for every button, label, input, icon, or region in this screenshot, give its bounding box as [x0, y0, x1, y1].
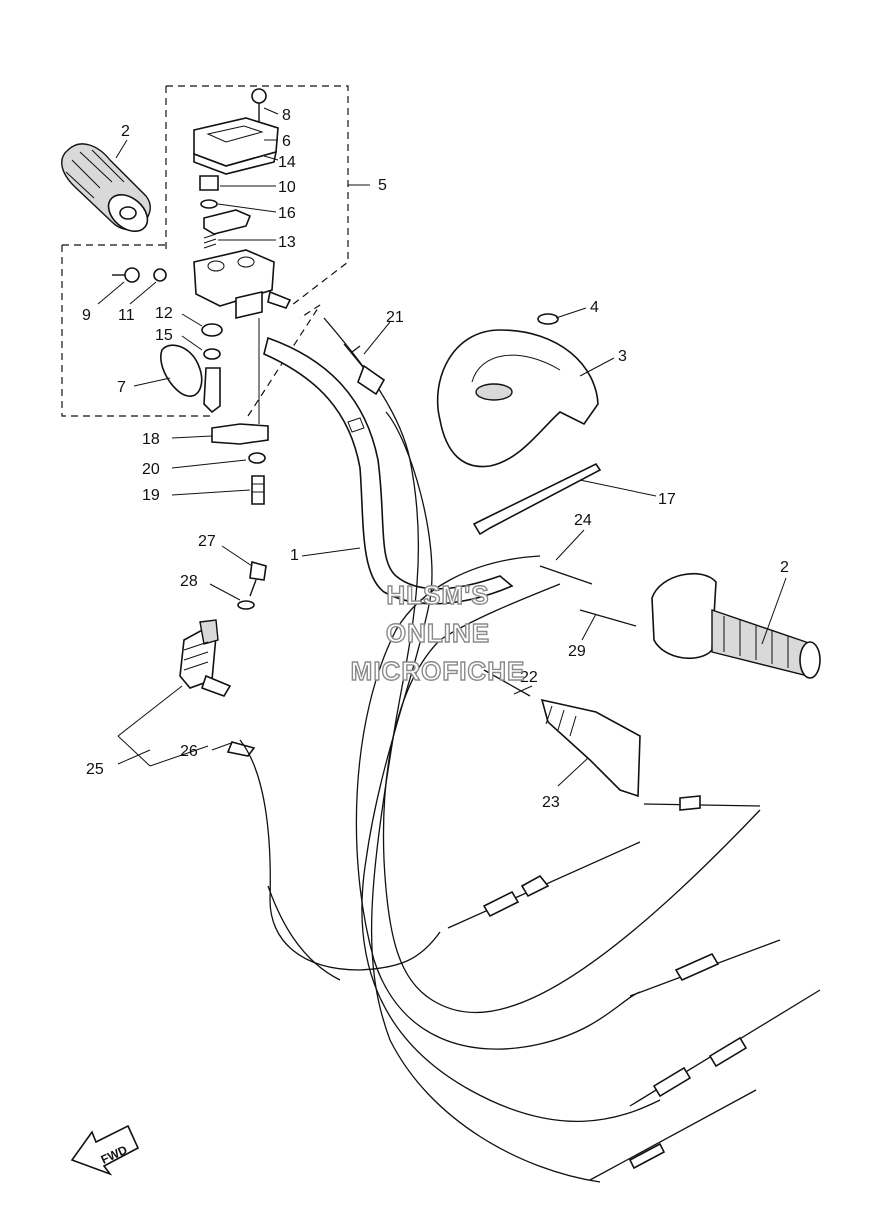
callout-24: 24	[574, 512, 592, 529]
callout-27: 27	[198, 533, 216, 550]
callout-labels: 2 8 6 14 10 5 16 13 9 11 12 15 7 18 20 1…	[82, 107, 789, 811]
switch-assembly	[179, 560, 267, 757]
callout-22: 22	[520, 669, 538, 686]
callout-29: 29	[568, 643, 586, 660]
right-grip	[651, 573, 821, 679]
left-grip	[61, 143, 151, 233]
cable-tie	[472, 462, 602, 536]
watermark: HLSM'S ONLINE MICROFICHE	[350, 579, 526, 686]
callout-20: 20	[142, 461, 160, 478]
throttle-boot	[540, 698, 641, 798]
assembly-7-boundary	[61, 244, 321, 417]
callout-15: 15	[155, 327, 173, 344]
handlebar	[263, 336, 514, 605]
handlebar-cover	[436, 313, 599, 468]
throttle-assembly	[193, 88, 292, 320]
assembly-5-boundary	[166, 85, 349, 306]
control-cables	[239, 317, 821, 1183]
callout-16: 16	[278, 205, 296, 222]
callout-2-right: 2	[780, 559, 789, 576]
watermark-line-2: ONLINE	[386, 618, 490, 648]
callout-19: 19	[142, 487, 160, 504]
callout-13: 13	[278, 234, 296, 251]
callout-8: 8	[282, 107, 291, 124]
callout-23: 23	[542, 794, 560, 811]
callout-9: 9	[82, 307, 91, 324]
callout-2-left: 2	[121, 123, 130, 140]
forward-arrow-badge: FWD	[70, 1124, 140, 1176]
watermark-line-3: MICROFICHE	[351, 656, 526, 686]
callout-11: 11	[118, 307, 135, 324]
callout-12: 12	[155, 305, 173, 322]
callout-28: 28	[180, 573, 198, 590]
leader-lines	[97, 107, 787, 787]
callout-3: 3	[618, 348, 627, 365]
callout-7: 7	[117, 379, 126, 396]
callout-25: 25	[86, 761, 104, 778]
callout-17: 17	[658, 491, 676, 508]
callout-10: 10	[278, 179, 296, 196]
callout-26: 26	[180, 743, 198, 760]
callout-4: 4	[590, 299, 599, 316]
callout-21: 21	[386, 309, 404, 326]
callout-5: 5	[378, 177, 387, 194]
callout-14: 14	[278, 154, 296, 171]
watermark-line-1: HLSM'S	[386, 580, 489, 610]
callout-1: 1	[290, 547, 299, 564]
callout-18: 18	[142, 431, 160, 448]
clamp-set	[211, 318, 269, 505]
callout-6: 6	[282, 133, 291, 150]
throttle-lever	[112, 267, 223, 414]
